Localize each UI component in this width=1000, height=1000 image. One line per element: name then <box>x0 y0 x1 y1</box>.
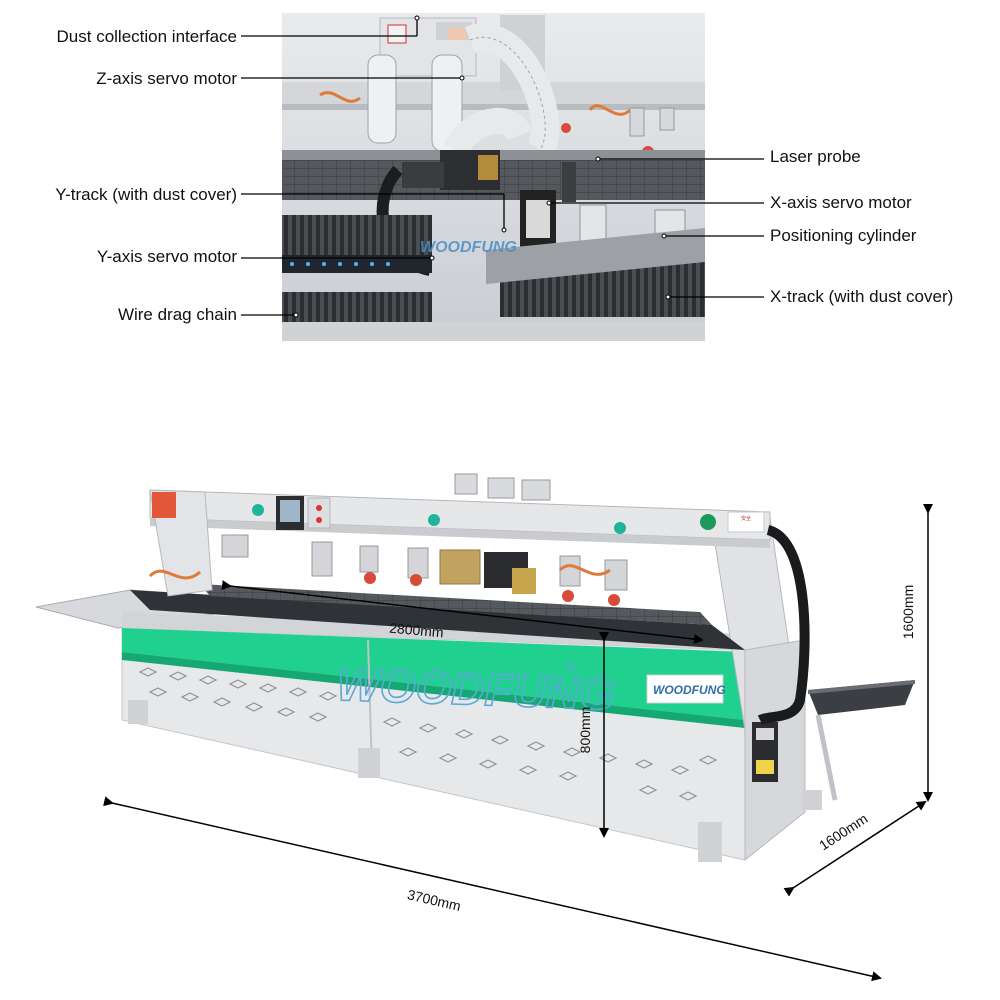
registered-mark: ® <box>566 659 577 675</box>
drill-heads <box>148 534 628 606</box>
work-height-label: 800mm <box>577 707 593 754</box>
dust-hose <box>367 23 560 158</box>
height-label: 1600mm <box>900 585 916 639</box>
callout-positioning-cylinder: Positioning cylinder <box>770 226 917 245</box>
length-arrow <box>103 796 882 982</box>
callouts-left: Dust collection interface Z-axis servo m… <box>55 15 507 324</box>
machine-logo: WOODFUNG <box>336 658 616 720</box>
detail-photo: WOODFUNG <box>282 13 705 341</box>
callout-x-servo: X-axis servo motor <box>770 193 912 212</box>
width-arrow <box>783 800 927 897</box>
length-label: 3700mm <box>406 886 463 914</box>
photo-logo: WOODFUNG <box>420 239 517 256</box>
panel-logo: WOODFUNG <box>653 683 726 697</box>
callouts-right: Laser probe X-axis servo motor Positioni… <box>546 147 953 306</box>
callout-y-track: Y-track (with dust cover) <box>55 185 237 204</box>
callout-y-servo: Y-axis servo motor <box>97 247 237 266</box>
machine-illustration: 安全 WOODFUNG ® WOODFUNG <box>35 473 915 862</box>
callout-wire-chain: Wire drag chain <box>118 305 237 324</box>
callout-x-track: X-track (with dust cover) <box>770 287 953 306</box>
ventilation-pattern <box>138 667 718 801</box>
travel-arrow <box>221 580 704 645</box>
blue-leds <box>290 262 390 266</box>
callout-laser-probe: Laser probe <box>770 147 861 166</box>
svg-text:安全: 安全 <box>741 515 751 522</box>
travel-label: 2800mm <box>389 620 445 641</box>
width-label: 1600mm <box>816 810 870 853</box>
callout-z-servo: Z-axis servo motor <box>96 69 237 88</box>
green-stripe <box>122 628 745 720</box>
callout-dust-collection: Dust collection interface <box>57 27 237 46</box>
